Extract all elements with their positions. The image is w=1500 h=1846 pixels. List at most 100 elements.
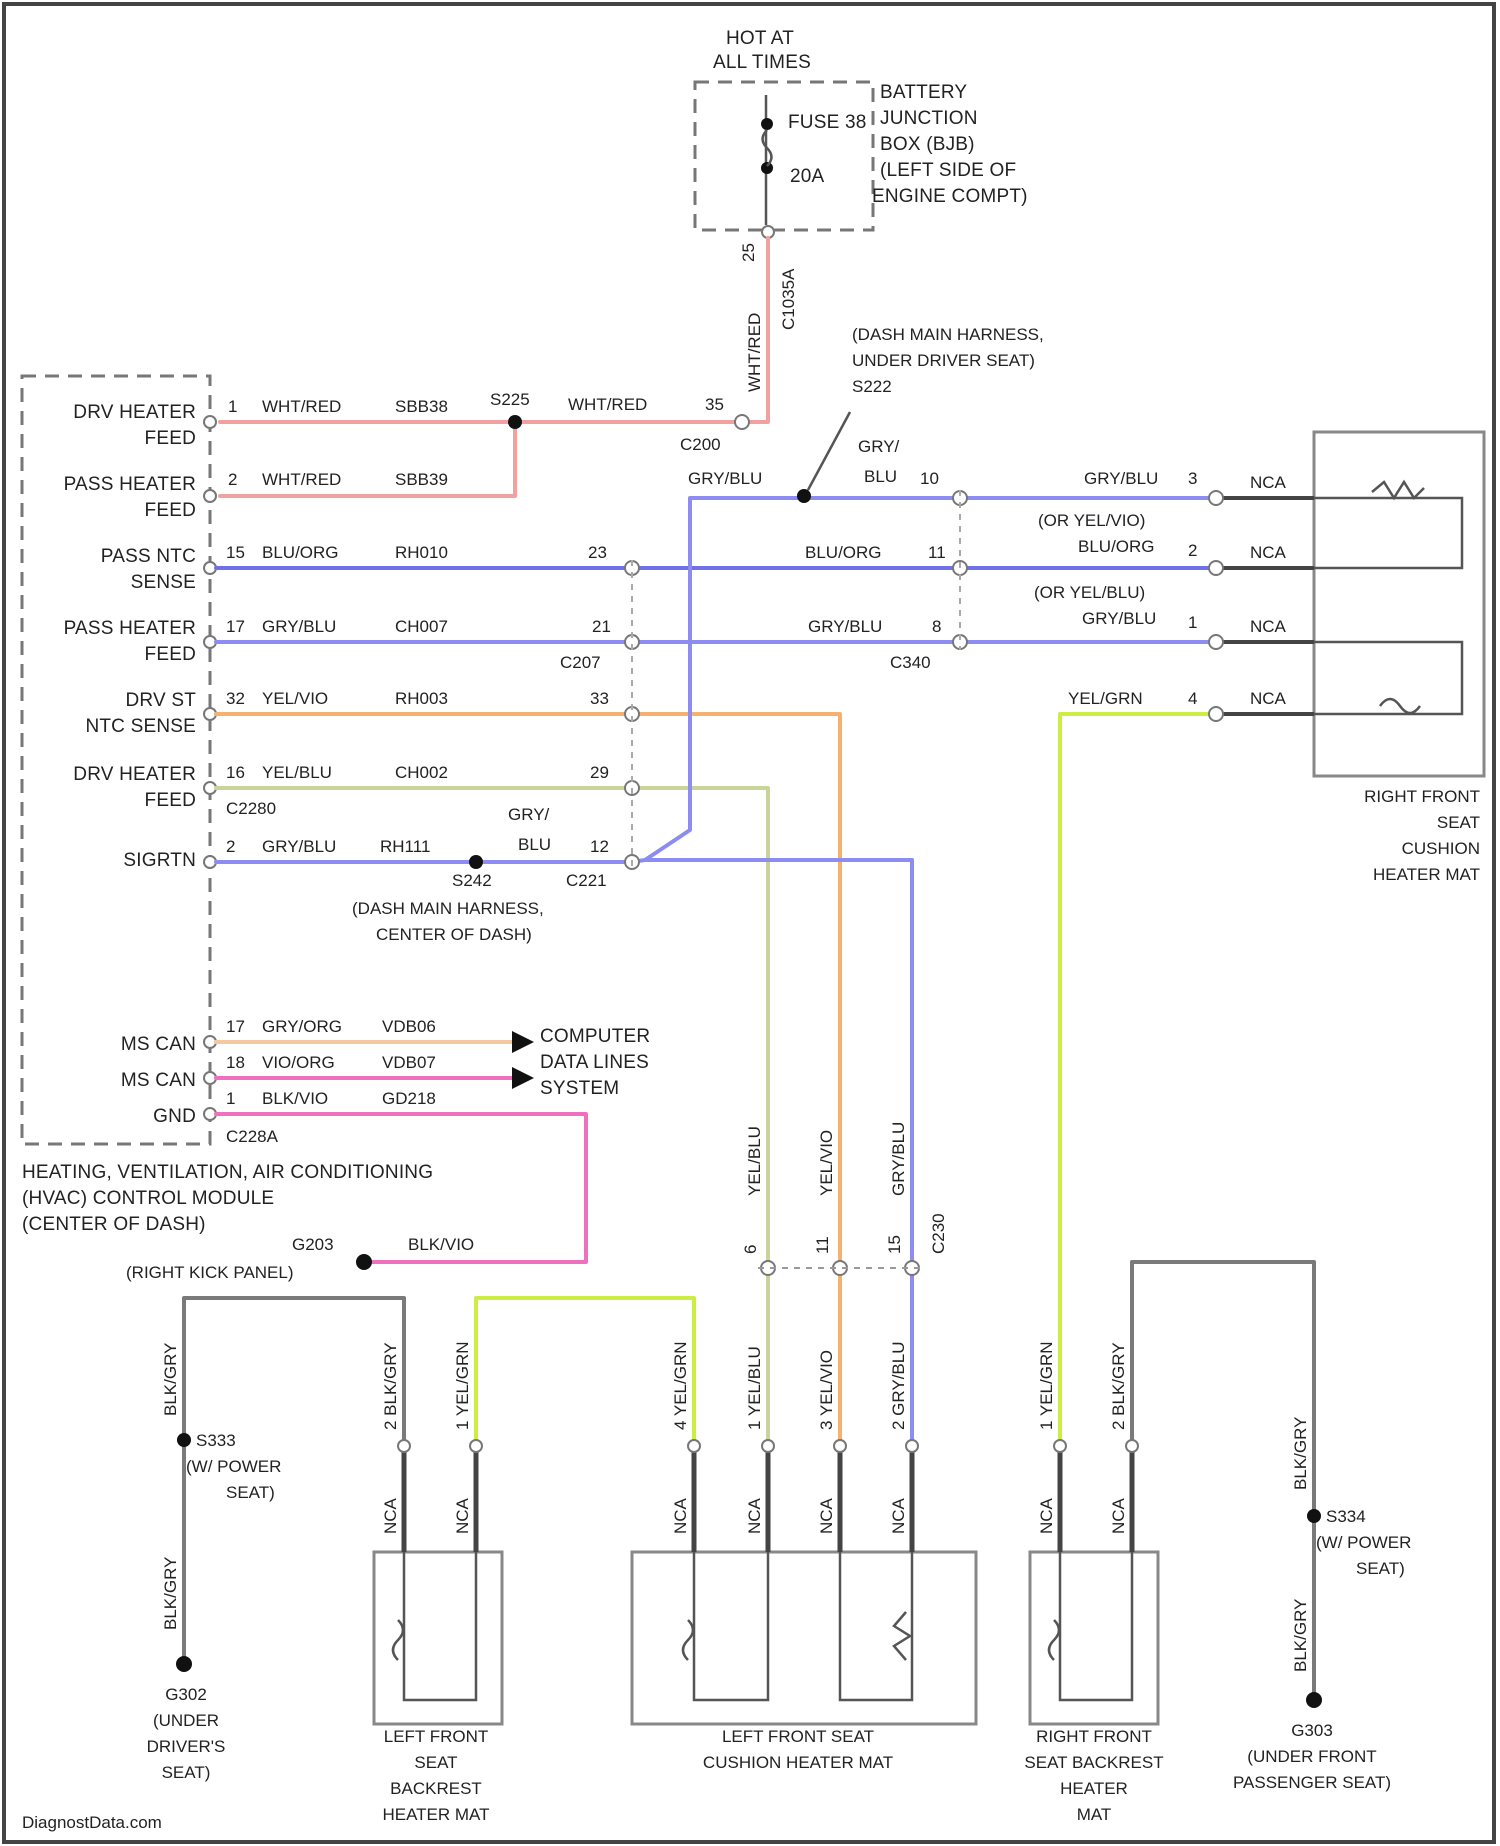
wire-yel-grn-right xyxy=(1060,714,1222,1444)
seat-nca-stubs: NCA NCA NCA NCA NCA NCA NCA NCA xyxy=(381,1450,1132,1552)
thermistor-icon xyxy=(1380,699,1420,713)
nca-label: NCA xyxy=(889,1497,908,1534)
lf-backrest-title-3: BACKREST xyxy=(390,1779,482,1798)
rf-cushion-sensor-loop xyxy=(1314,642,1462,714)
left-blk-gry-upper: BLK/GRY xyxy=(161,1343,180,1416)
hvac-row-5-label-a: DRV ST xyxy=(125,690,196,711)
heater-element-icon xyxy=(683,1620,693,1660)
mat-pin xyxy=(470,1440,482,1452)
s242-loc-1: (DASH MAIN HARNESS, xyxy=(352,899,544,918)
splice-s225 xyxy=(508,415,522,429)
mat-pin xyxy=(1054,1440,1066,1452)
rf-r2-alt: (OR YEL/BLU) xyxy=(1034,583,1145,602)
splice-s334 xyxy=(1307,1509,1321,1523)
lf-backrest-w2: 1 YEL/GRN xyxy=(453,1341,472,1430)
rf-backrest-title-3: HEATER xyxy=(1060,1779,1128,1798)
row6-c207-pin: 29 xyxy=(590,763,609,782)
g302-note-3: SEAT) xyxy=(162,1763,211,1782)
s222-split-a: GRY/ xyxy=(858,437,900,456)
rf-nca-pin xyxy=(1209,491,1223,505)
fuse-node-top xyxy=(761,118,773,130)
row6-circuit: CH002 xyxy=(395,763,448,782)
rf-cushion-title-3: CUSHION xyxy=(1402,839,1480,858)
hvac-row-1-label-b: FEED xyxy=(145,428,196,449)
g303-note-1: (UNDER FRONT xyxy=(1247,1747,1376,1766)
row8-color: GRY/ORG xyxy=(262,1017,342,1036)
hvac-row-6-label-a: DRV HEATER xyxy=(73,764,196,785)
c230-pin-a: 6 xyxy=(741,1245,760,1254)
s222-leader xyxy=(808,412,850,490)
c1035a-pin-number: 25 xyxy=(739,243,758,262)
s222-split-b: BLU xyxy=(864,467,897,486)
c230-pin-c: 15 xyxy=(885,1235,904,1254)
row9-circuit: VDB07 xyxy=(382,1053,436,1072)
c230-connector: 6 11 15 C230 YEL/BLU YEL/VIO GRY/BLU xyxy=(741,1122,948,1275)
row4-c207-pin: 21 xyxy=(592,617,611,636)
splice-s222 xyxy=(797,489,811,503)
footer-watermark: DiagnostData.com xyxy=(22,1813,162,1832)
wire-power-feed xyxy=(220,238,768,496)
thermistor-icon xyxy=(894,1612,910,1660)
rf-r1-pin: 3 xyxy=(1188,469,1197,488)
c200-pin-number: 35 xyxy=(705,395,724,414)
mat-pin xyxy=(762,1440,774,1452)
wire-blk-gry-left xyxy=(184,1298,404,1664)
conn-c221: C221 xyxy=(566,871,607,890)
mat-pin xyxy=(398,1440,410,1452)
hvac-row-3-label-a: PASS NTC xyxy=(101,546,196,567)
bjb-label-3: BOX (BJB) xyxy=(880,134,975,155)
row5-color: YEL/VIO xyxy=(262,689,328,708)
row2-color: WHT/RED xyxy=(262,470,341,489)
hvac-row-1-label-a: DRV HEATER xyxy=(73,402,196,423)
row4-pin: 17 xyxy=(226,617,245,636)
ground-g203 xyxy=(356,1254,372,1270)
rf-backrest-title-1: RIGHT FRONT xyxy=(1036,1727,1152,1746)
c230-pin-b: 11 xyxy=(813,1236,832,1254)
bjb-dashed-box xyxy=(695,82,873,230)
hvac-title-1: HEATING, VENTILATION, AIR CONDITIONING xyxy=(22,1162,433,1183)
row1-circuit: SBB38 xyxy=(395,397,448,416)
lf-cushion-heater-loop xyxy=(694,1552,768,1700)
conn-c207: C207 xyxy=(560,653,601,672)
rf-cushion-title-1: RIGHT FRONT xyxy=(1364,787,1480,806)
row8-pin: 17 xyxy=(226,1017,245,1036)
hvac-row-2-label-a: PASS HEATER xyxy=(64,474,196,495)
row8-circuit: VDB06 xyxy=(382,1017,436,1036)
hvac-row-10-label: GND xyxy=(153,1106,196,1127)
arrow-right-icon xyxy=(512,1031,534,1053)
rf-r4-color: YEL/GRN xyxy=(1068,689,1143,708)
row5-c207-pin: 33 xyxy=(590,689,609,708)
s222-c340-pin: 10 xyxy=(920,469,939,488)
rf-cushion-heater-mat: RIGHT FRONT SEAT CUSHION HEATER MAT xyxy=(1314,432,1484,884)
s334-note-1: (W/ POWER xyxy=(1316,1533,1411,1552)
heater-element-icon xyxy=(393,1620,403,1660)
hvac-row-7-label: SIGRTN xyxy=(123,850,196,871)
nca-label: NCA xyxy=(1109,1497,1128,1534)
hot-label-1: HOT AT xyxy=(726,28,794,49)
rf-r2-color: BLU/ORG xyxy=(1078,537,1155,556)
right-blk-gry-lower: BLK/GRY xyxy=(1291,1599,1310,1672)
row3-mid-color: BLU/ORG xyxy=(805,543,882,562)
nca-label: NCA xyxy=(1250,617,1287,636)
s334-label: S334 xyxy=(1326,1507,1366,1526)
mat-pin xyxy=(834,1440,846,1452)
row5-pin: 32 xyxy=(226,689,245,708)
fuse-node-bottom xyxy=(761,162,773,174)
lf-backrest-loop xyxy=(404,1552,476,1700)
computer-label-2: DATA LINES xyxy=(540,1052,649,1073)
mat-pin xyxy=(688,1440,700,1452)
rf-backrest-w2: 2 BLK/GRY xyxy=(1109,1342,1128,1430)
rf-backrest-title-4: MAT xyxy=(1077,1805,1112,1824)
hvac-row-9-label: MS CAN xyxy=(121,1070,196,1091)
fuse-number: FUSE 38 xyxy=(788,112,867,133)
computer-label-1: COMPUTER xyxy=(540,1026,650,1047)
conn-c228a: C228A xyxy=(226,1127,279,1146)
lf-backrest-heater-mat: LEFT FRONT SEAT BACKREST HEATER MAT 2 BL… xyxy=(374,1341,502,1824)
nca-label: NCA xyxy=(1037,1497,1056,1534)
nca-label: NCA xyxy=(453,1497,472,1534)
row4-c340-pin: 8 xyxy=(932,617,941,636)
nca-label: NCA xyxy=(1250,689,1287,708)
computer-label-3: SYSTEM xyxy=(540,1078,619,1099)
bjb-label-1: BATTERY xyxy=(880,82,967,103)
s242-loc-2: CENTER OF DASH) xyxy=(376,925,532,944)
